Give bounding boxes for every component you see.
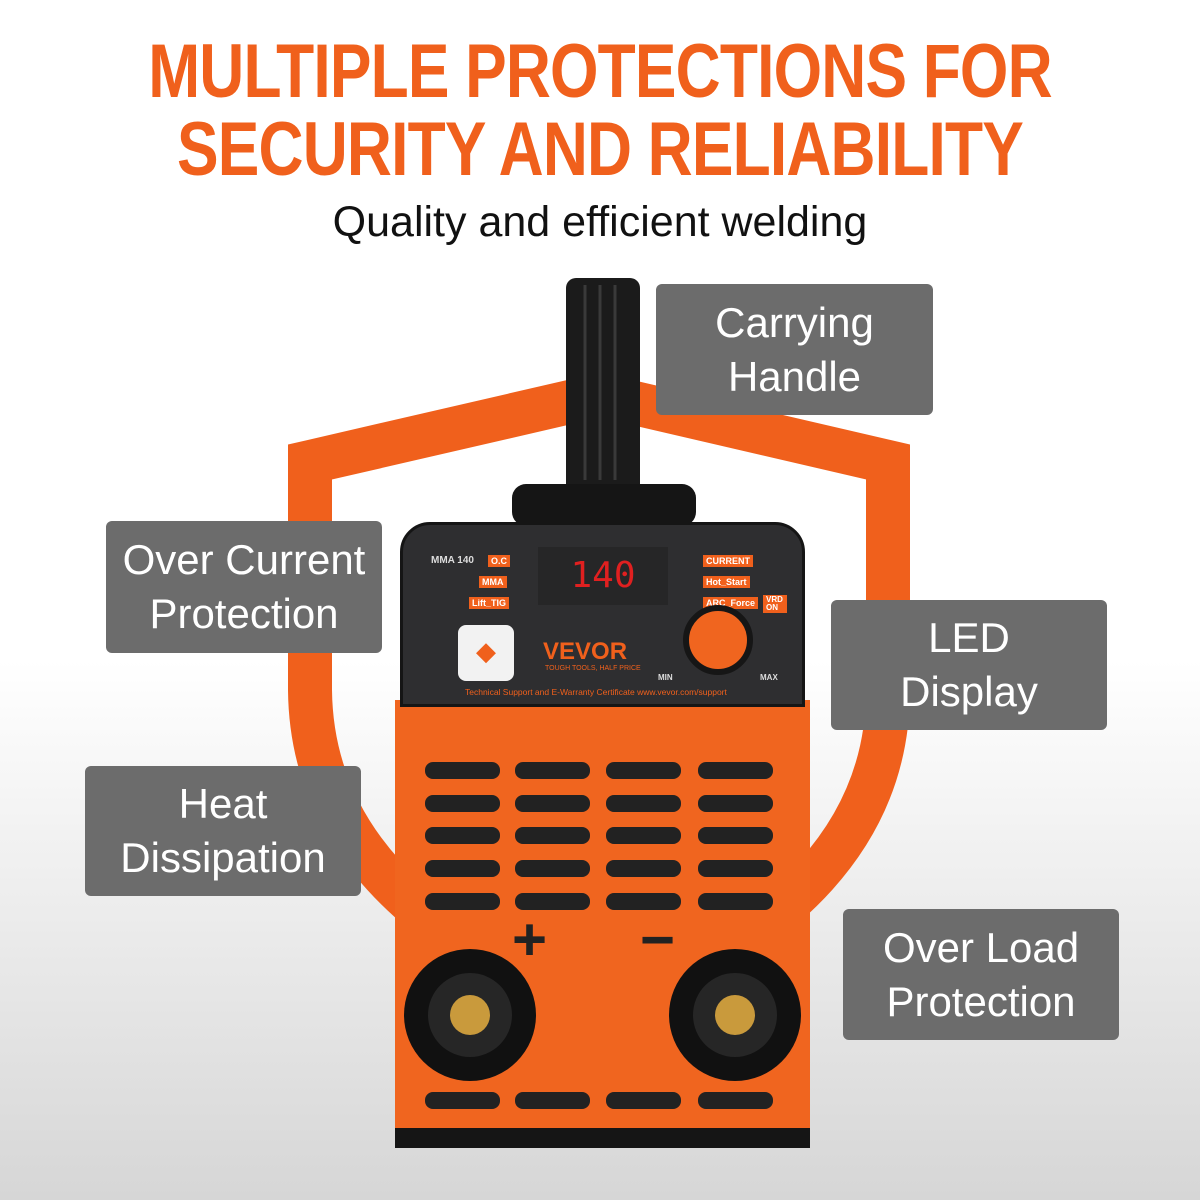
vent-slot: [515, 893, 590, 910]
vent-slot: [515, 795, 590, 812]
led-display: 140: [538, 547, 668, 605]
plus-sign: +: [512, 906, 548, 973]
vent-slot: [606, 795, 681, 812]
model-label: MMA 140: [431, 555, 474, 566]
vent-slot: [606, 893, 681, 910]
vent-slot: [698, 827, 773, 844]
support-text: Technical Support and E-Warranty Certifi…: [465, 687, 727, 697]
vent-slot: [425, 893, 500, 910]
minus-sign: −: [640, 906, 676, 973]
vent-slot: [698, 762, 773, 779]
vent-slot: [698, 1092, 773, 1109]
slogan: TOUGH TOOLS, HALF PRICE: [545, 665, 641, 672]
tag-mma: MMA: [479, 576, 507, 588]
vent-slot: [698, 795, 773, 812]
headline-line2: SECURITY AND RELIABILITY: [177, 107, 1024, 192]
subtitle: Quality and efficient welding: [332, 198, 868, 246]
vent-slots: [425, 762, 773, 1109]
vent-slot: [425, 795, 500, 812]
vent-slot: [606, 827, 681, 844]
vevor-logo-icon: ◆: [458, 625, 514, 681]
tag-hot-start: Hot_Start: [703, 576, 750, 588]
vent-slot: [606, 1092, 681, 1109]
positive-terminal: [404, 949, 536, 1081]
max-label: MAX: [760, 673, 778, 682]
min-label: MIN: [658, 673, 673, 682]
vent-slot: [606, 860, 681, 877]
control-panel: MMA 140 O.C MMA Lift_TIG 140 CURRENT Hot…: [400, 522, 805, 707]
headline-line1: MULTIPLE PROTECTIONS FOR: [148, 29, 1052, 114]
current-knob[interactable]: [683, 605, 753, 675]
brand: VEVOR: [543, 638, 628, 665]
vent-slot: [698, 860, 773, 877]
vent-slot: [606, 762, 681, 779]
vent-slot: [515, 860, 590, 877]
vent-slot: [425, 827, 500, 844]
negative-terminal: [669, 949, 801, 1081]
vent-slot: [425, 1092, 500, 1109]
tag-vrd: VRD ON: [763, 595, 787, 613]
vent-slot: [515, 1092, 590, 1109]
tag-current: CURRENT: [703, 555, 753, 567]
vent-slot: [515, 762, 590, 779]
vent-slot: [515, 827, 590, 844]
tag-oc: O.C: [488, 555, 511, 567]
vent-slot: [698, 893, 773, 910]
vent-slot: [425, 762, 500, 779]
vent-slot: [425, 860, 500, 877]
tag-lift-tig: Lift_TIG: [469, 597, 509, 609]
